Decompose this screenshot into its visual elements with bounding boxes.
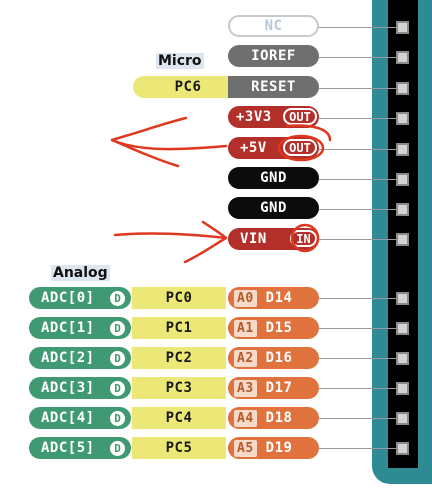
tag-vin-in: IN	[290, 230, 317, 247]
analog-port-label: PC0	[132, 287, 226, 309]
tag-3v3-out: OUT	[283, 108, 317, 125]
header-pin	[396, 322, 409, 335]
pin-label-5v-text: +5V	[240, 140, 267, 156]
header-pin	[396, 143, 409, 156]
analog-pin-label: A4 D18	[228, 407, 319, 429]
pin-lead-line	[319, 298, 397, 299]
pin-label-3v3-text: +3V3	[236, 109, 272, 125]
pin-lead-line	[319, 388, 397, 389]
analog-port-label: PC1	[132, 317, 226, 339]
pin-lead-line	[319, 239, 397, 240]
analog-port-label: PC4	[132, 407, 226, 429]
analog-adc-label: ADC[4]	[29, 407, 131, 429]
pin-lead-line	[319, 118, 397, 119]
section-label-analog: Analog	[51, 265, 110, 281]
header-pin	[396, 382, 409, 395]
analog-adc-text: ADC[2]	[41, 350, 95, 366]
pin-label-ioref: IOREF	[228, 45, 319, 67]
header-pin	[396, 51, 409, 64]
pin-label-reset: RESET	[228, 76, 319, 98]
analog-adc-label: ADC[1]	[29, 317, 131, 339]
analog-adc-text: ADC[4]	[41, 410, 95, 426]
header-pin	[396, 112, 409, 125]
analog-d-badge: D	[110, 440, 125, 456]
analog-port-label: PC3	[132, 377, 226, 399]
analog-pin-label: A0 D14	[228, 287, 319, 309]
header-pin	[396, 442, 409, 455]
header-pin	[396, 82, 409, 95]
analog-digital-number: D19	[265, 440, 293, 456]
analog-digital-number: D16	[265, 350, 293, 366]
analog-adc-text: ADC[1]	[41, 320, 95, 336]
analog-a-number: A4	[234, 409, 257, 427]
analog-pin-label: A5 D19	[228, 437, 319, 459]
analog-digital-number: D15	[265, 320, 293, 336]
header-pin	[396, 292, 409, 305]
analog-d-badge: D	[110, 290, 125, 306]
header-pin	[396, 203, 409, 216]
header-pin	[396, 233, 409, 246]
analog-adc-text: ADC[3]	[41, 380, 95, 396]
analog-digital-number: D17	[265, 380, 293, 396]
analog-digital-number: D18	[265, 410, 293, 426]
analog-port-label: PC5	[132, 437, 226, 459]
pin-lead-line	[319, 88, 397, 89]
analog-adc-label: ADC[3]	[29, 377, 131, 399]
analog-pin-label: A1 D15	[228, 317, 319, 339]
analog-pin-label: A3 D17	[228, 377, 319, 399]
header-pin	[396, 21, 409, 34]
pin-lead-line	[319, 149, 397, 150]
analog-adc-label: ADC[2]	[29, 347, 131, 369]
pin-lead-line	[319, 358, 397, 359]
analog-port-label: PC2	[132, 347, 226, 369]
pin-lead-line	[319, 57, 397, 58]
pin-lead-line	[319, 328, 397, 329]
pin-lead-line	[319, 448, 397, 449]
pin-lead-line	[319, 27, 397, 28]
analog-adc-text: ADC[5]	[41, 440, 95, 456]
header-pin	[396, 352, 409, 365]
analog-d-badge: D	[110, 350, 125, 366]
port-label-pc6: PC6	[133, 76, 243, 98]
annotation-arrow-right	[113, 220, 228, 264]
analog-a-number: A0	[234, 289, 257, 307]
header-pin	[396, 173, 409, 186]
analog-digital-number: D14	[265, 290, 293, 306]
analog-pin-label: A2 D16	[228, 347, 319, 369]
annotation-arrow-left	[110, 116, 228, 168]
pin-label-gnd-1: GND	[228, 167, 319, 189]
analog-a-number: A5	[234, 439, 257, 457]
pin-label-3v3: +3V3	[228, 106, 319, 128]
analog-d-badge: D	[110, 410, 125, 426]
analog-d-badge: D	[110, 380, 125, 396]
tag-5v-out: OUT	[283, 139, 317, 156]
analog-a-number: A2	[234, 349, 257, 367]
section-label-micro: Micro	[156, 53, 204, 69]
analog-adc-label: ADC[0]	[29, 287, 131, 309]
analog-a-number: A3	[234, 379, 257, 397]
header-pin	[396, 412, 409, 425]
pin-label-vin-text: VIN	[240, 231, 267, 247]
analog-d-badge: D	[110, 320, 125, 336]
pin-lead-line	[319, 209, 397, 210]
analog-adc-label: ADC[5]	[29, 437, 131, 459]
analog-a-number: A1	[234, 319, 257, 337]
analog-adc-text: ADC[0]	[41, 290, 95, 306]
pin-lead-line	[319, 179, 397, 180]
pin-label-nc: NC	[228, 15, 319, 37]
pin-label-gnd-2: GND	[228, 197, 319, 219]
pin-lead-line	[319, 418, 397, 419]
